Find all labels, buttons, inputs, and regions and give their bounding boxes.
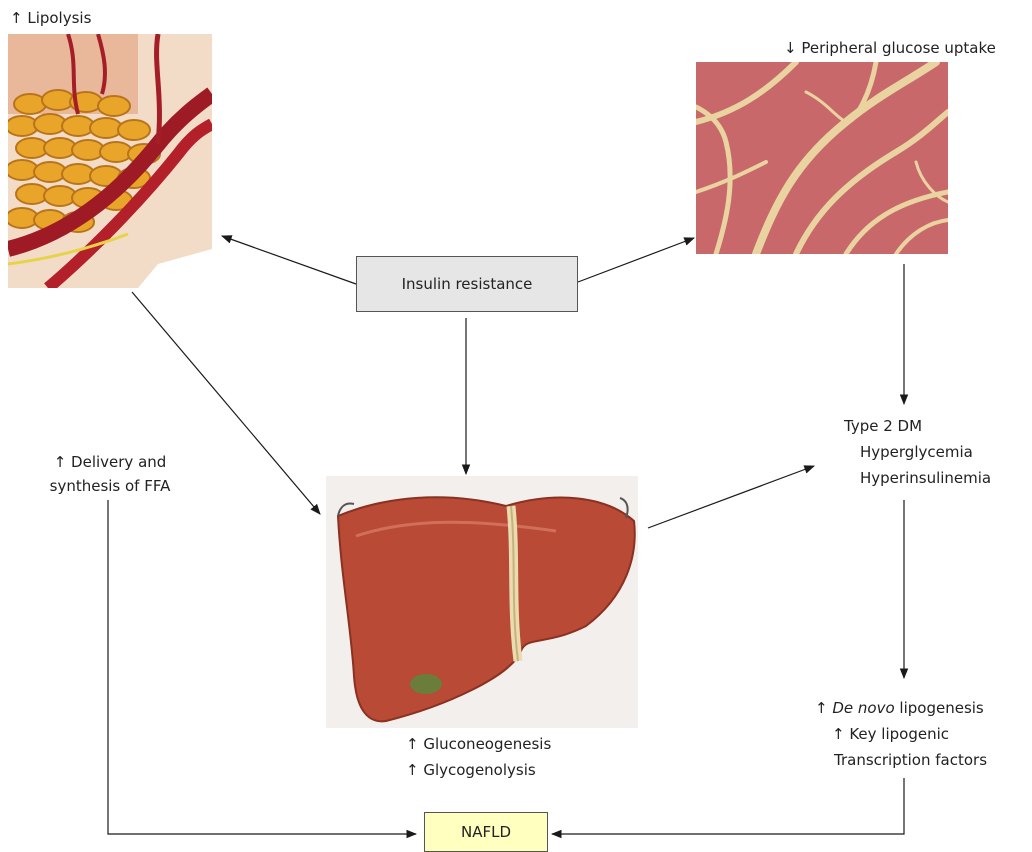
- ffa-label: ↑ Delivery and synthesis of FFA: [30, 450, 190, 498]
- transcription-factors-label: Transcription factors: [834, 748, 987, 772]
- de-novo-rest: lipogenesis: [895, 699, 984, 717]
- ffa-line1: ↑ Delivery and: [30, 450, 190, 474]
- lipolysis-label: ↑ Lipolysis: [10, 6, 91, 30]
- arrow-ir-to-adipose: [222, 236, 356, 284]
- type2dm-hyperinsulinemia: Hyperinsulinemia: [860, 466, 991, 490]
- arrow-liver-to-type2dm: [648, 466, 814, 528]
- glycogenolysis-label: ↑ Glycogenolysis: [406, 758, 536, 782]
- key-lipogenic-label: ↑ Key lipogenic: [832, 722, 949, 746]
- insulin-resistance-label: Insulin resistance: [402, 275, 533, 293]
- type2dm-hyperglycemia: Hyperglycemia: [860, 440, 973, 464]
- de-novo-arrow: ↑: [815, 699, 828, 717]
- gluconeogenesis-label: ↑ Gluconeogenesis: [406, 732, 551, 756]
- peripheral-glucose-uptake-label: ↓ Peripheral glucose uptake: [784, 36, 996, 60]
- ffa-line2: synthesis of FFA: [30, 474, 190, 498]
- nafld-box: NAFLD: [424, 812, 548, 852]
- de-novo-lipogenesis-label: ↑ De novo lipogenesis: [815, 696, 984, 720]
- de-novo-italic: De novo: [832, 699, 894, 717]
- type2dm-title: Type 2 DM: [844, 414, 922, 438]
- nafld-label: NAFLD: [461, 823, 511, 841]
- arrow-denovo-to-nafld: [552, 778, 904, 834]
- insulin-resistance-box: Insulin resistance: [356, 256, 578, 312]
- arrow-ffa-to-nafld: [108, 500, 416, 834]
- arrow-ir-to-muscle: [578, 238, 694, 282]
